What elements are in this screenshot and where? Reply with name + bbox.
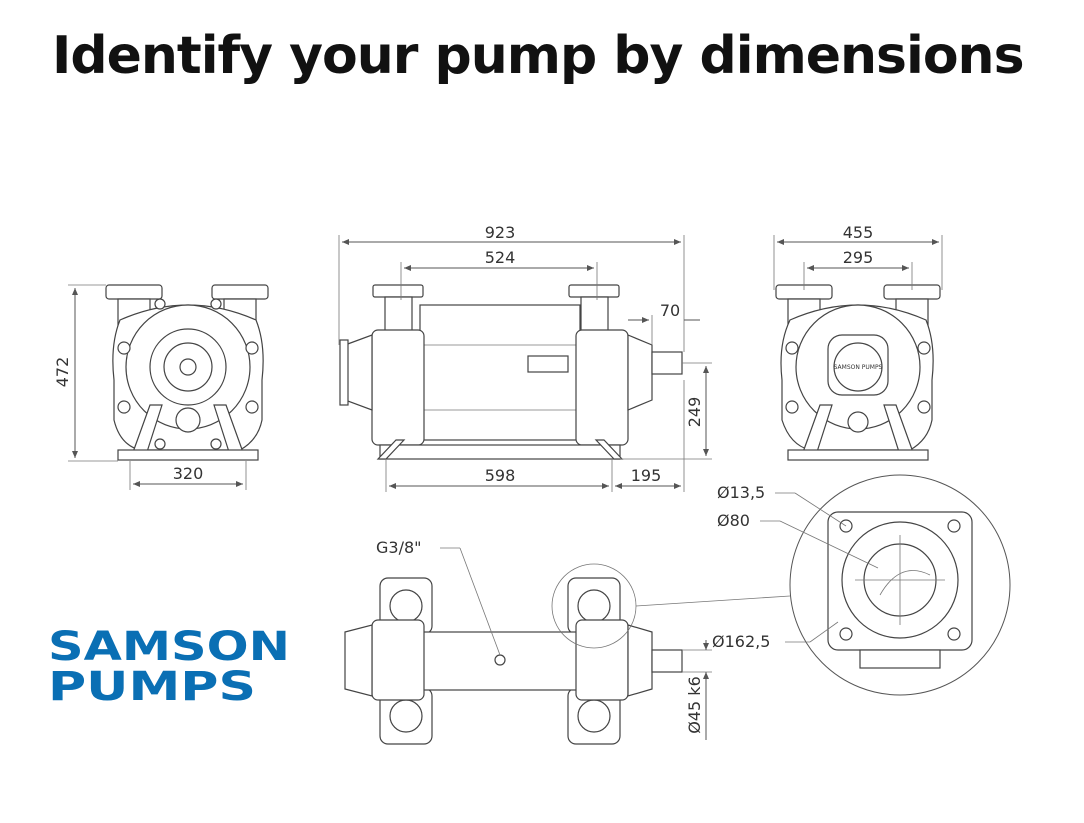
- dim-top-thread: G3/8": [376, 538, 422, 557]
- dim-side-flange-spacing: 524: [485, 248, 516, 267]
- logo-line-2: PUMPS: [48, 664, 256, 710]
- dim-side-shaft-height: 249: [685, 397, 704, 428]
- dim-rear-flange-spacing: 295: [843, 248, 874, 267]
- dim-side-shaft-offset: 70: [660, 301, 680, 320]
- logo-line-1: SAMSON: [48, 624, 290, 670]
- samson-pumps-logo: SAMSON PUMPS: [48, 624, 290, 710]
- side-view: [338, 235, 712, 492]
- dim-front-width: 320: [173, 464, 204, 483]
- rear-nameplate-text: SAMSON PUMPS: [834, 364, 883, 371]
- dim-rear-overall: 455: [843, 223, 874, 242]
- dim-flange-hole: Ø13,5: [717, 483, 765, 502]
- page-title: Identify your pump by dimensions: [52, 26, 1025, 86]
- dim-flange-bore: Ø80: [717, 511, 750, 530]
- dim-side-shaft-length: 195: [631, 466, 662, 485]
- front-view: [68, 284, 269, 490]
- dim-side-overall: 923: [485, 223, 516, 242]
- dim-side-base: 598: [485, 466, 516, 485]
- top-view: [344, 547, 791, 745]
- dim-flange-pcd: Ø162,5: [712, 632, 770, 651]
- dim-front-height: 472: [53, 357, 72, 388]
- rear-view: [773, 235, 943, 461]
- dim-shaft: Ø45 k6: [685, 676, 704, 733]
- flange-detail-view: [760, 474, 1011, 696]
